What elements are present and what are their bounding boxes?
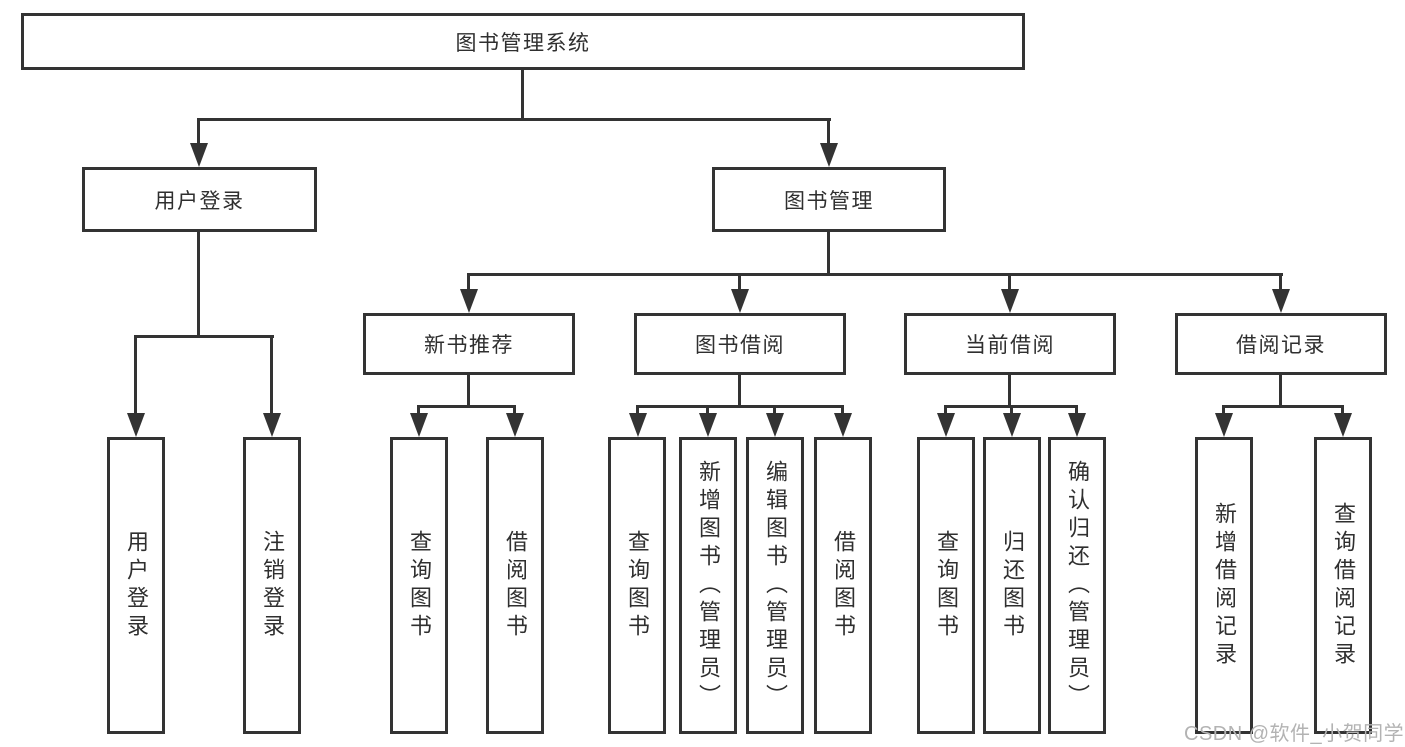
leaf-borrow-book-2-label: 借阅图书 — [831, 529, 856, 642]
node-new-book-recommendation: 新书推荐 — [363, 313, 575, 375]
leaf-user-login: 用户登录 — [107, 437, 165, 734]
node-current-borrowing-label: 当前借阅 — [965, 334, 1055, 357]
connector-new-book-down — [467, 375, 470, 405]
connector-stem-bb-edit — [773, 405, 776, 417]
leaf-return-book-label: 归还图书 — [1000, 529, 1025, 642]
node-borrowing-records: 借阅记录 — [1175, 313, 1387, 375]
leaf-logout-label: 注销登录 — [260, 529, 285, 642]
leaf-query-book-1-label: 查询图书 — [407, 529, 432, 642]
connector-split-book-borrow — [636, 405, 844, 408]
leaf-query-book-3-label: 查询图书 — [934, 529, 959, 642]
connector-split-borrow-records — [1222, 405, 1343, 408]
node-new-book-recommendation-label: 新书推荐 — [424, 334, 514, 357]
connector-split-new-book — [418, 405, 516, 408]
node-book-borrowing-label: 图书借阅 — [695, 334, 785, 357]
connector-stem-current-borrow — [1008, 273, 1011, 291]
leaf-return-book: 归还图书 — [983, 437, 1041, 734]
leaf-query-book-1: 查询图书 — [390, 437, 448, 734]
leaf-confirm-return-admin-label: 确认归还（管理员） — [1065, 459, 1090, 712]
leaf-add-book-admin: 新增图书（管理员） — [679, 437, 737, 734]
leaf-edit-book-admin: 编辑图书（管理员） — [746, 437, 804, 734]
arrowhead-user-login-icon — [190, 143, 208, 167]
connector-current-borrow-down — [1008, 375, 1011, 405]
leaf-confirm-return-admin: 确认归还（管理员） — [1048, 437, 1106, 734]
node-book-borrowing: 图书借阅 — [634, 313, 846, 375]
leaf-add-borrow-record-label: 新增借阅记录 — [1212, 501, 1237, 670]
leaf-query-borrow-record-label: 查询借阅记录 — [1331, 501, 1356, 670]
connector-stem-bb-borrow — [841, 405, 844, 417]
leaf-edit-book-admin-label: 编辑图书（管理员） — [763, 459, 788, 712]
connector-stem-nb-query — [417, 405, 420, 417]
arrowhead-borrow-records-icon — [1272, 289, 1290, 313]
leaf-add-borrow-record: 新增借阅记录 — [1195, 437, 1253, 734]
connector-stem-new-book — [467, 273, 470, 291]
connector-stem-leaf-login — [134, 335, 137, 417]
connector-borrow-records-down — [1279, 375, 1282, 405]
connector-user-login-down — [197, 232, 200, 335]
arrowhead-bb-edit-icon — [766, 413, 784, 437]
arrowhead-nb-query-icon — [410, 413, 428, 437]
leaf-borrow-book-1-label: 借阅图书 — [503, 529, 528, 642]
arrowhead-bb-add-icon — [699, 413, 717, 437]
node-root-label: 图书管理系统 — [455, 31, 591, 55]
connector-split-level3 — [467, 273, 1283, 276]
arrowhead-new-book-icon — [460, 289, 478, 313]
node-user-login: 用户登录 — [82, 167, 317, 232]
arrowhead-bb-borrow-icon — [834, 413, 852, 437]
arrowhead-br-query-icon — [1334, 413, 1352, 437]
arrowhead-cb-query-icon — [937, 413, 955, 437]
arrowhead-current-borrow-icon — [1001, 289, 1019, 313]
arrowhead-book-mgmt-icon — [820, 143, 838, 167]
arrowhead-br-add-icon — [1215, 413, 1233, 437]
arrowhead-bb-query-icon — [629, 413, 647, 437]
connector-stem-leaf-logout — [270, 335, 273, 417]
leaf-add-book-admin-label: 新增图书（管理员） — [696, 459, 721, 712]
leaf-query-book-3: 查询图书 — [917, 437, 975, 734]
connector-split-user-login — [134, 335, 274, 338]
connector-stem-book-mgmt — [827, 118, 830, 146]
leaf-borrow-book-1: 借阅图书 — [486, 437, 544, 734]
arrowhead-leaf-login-icon — [127, 413, 145, 437]
node-borrowing-records-label: 借阅记录 — [1236, 334, 1326, 357]
arrowhead-cb-return-icon — [1003, 413, 1021, 437]
csdn-watermark: CSDN @软件_小贺同学 — [1184, 723, 1405, 745]
connector-stem-cb-query — [944, 405, 947, 417]
node-current-borrowing: 当前借阅 — [904, 313, 1116, 375]
connector-root-stem — [521, 70, 524, 118]
arrowhead-leaf-logout-icon — [263, 413, 281, 437]
connector-stem-br-add — [1222, 405, 1225, 417]
leaf-logout: 注销登录 — [243, 437, 301, 734]
connector-stem-br-query — [1341, 405, 1344, 417]
connector-stem-book-borrow — [738, 273, 741, 291]
node-root: 图书管理系统 — [21, 13, 1025, 70]
arrowhead-book-borrow-icon — [731, 289, 749, 313]
connector-split-level2 — [197, 118, 831, 121]
connector-stem-borrow-records — [1279, 273, 1282, 291]
leaf-user-login-label: 用户登录 — [124, 529, 149, 642]
leaf-query-book-2-label: 查询图书 — [625, 529, 650, 642]
arrowhead-nb-borrow-icon — [506, 413, 524, 437]
connector-stem-cb-confirm — [1075, 405, 1078, 417]
connector-book-mgmt-down — [827, 232, 830, 273]
node-user-login-label: 用户登录 — [154, 189, 245, 213]
leaf-query-book-2: 查询图书 — [608, 437, 666, 734]
connector-stem-bb-query — [636, 405, 639, 417]
connector-stem-nb-borrow — [513, 405, 516, 417]
connector-stem-cb-return — [1010, 405, 1013, 417]
leaf-query-borrow-record: 查询借阅记录 — [1314, 437, 1372, 734]
node-book-management: 图书管理 — [712, 167, 946, 232]
connector-stem-bb-add — [706, 405, 709, 417]
arrowhead-cb-confirm-icon — [1068, 413, 1086, 437]
leaf-borrow-book-2: 借阅图书 — [814, 437, 872, 734]
connector-stem-user-login — [197, 118, 200, 146]
connector-book-borrow-down — [738, 375, 741, 405]
node-book-management-label: 图书管理 — [784, 189, 874, 213]
